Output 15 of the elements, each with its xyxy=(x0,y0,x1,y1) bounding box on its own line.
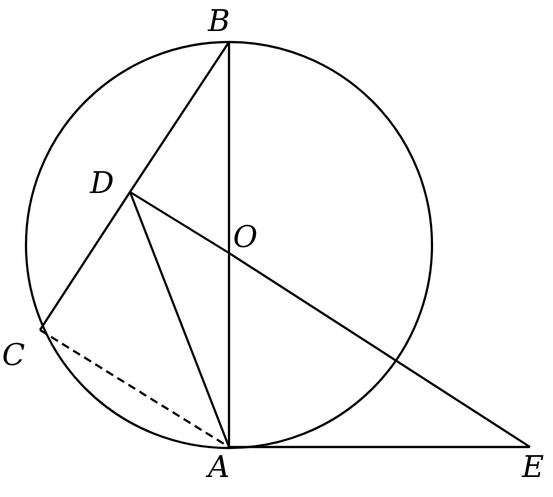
line-segment xyxy=(129,41,230,193)
point-label: C xyxy=(2,340,25,372)
line-segment xyxy=(228,42,230,253)
line-segment xyxy=(129,191,230,254)
point-label: E xyxy=(522,452,544,484)
point-label: D xyxy=(90,168,114,200)
line-segment xyxy=(39,191,131,331)
point-label: A xyxy=(208,452,230,484)
line-segment xyxy=(228,253,230,447)
dashed-line-segment xyxy=(39,329,230,448)
line-segment xyxy=(228,252,531,448)
point-label: O xyxy=(233,222,258,254)
line-segment xyxy=(229,446,530,448)
point-label: B xyxy=(208,6,230,38)
line-segment xyxy=(128,192,230,448)
